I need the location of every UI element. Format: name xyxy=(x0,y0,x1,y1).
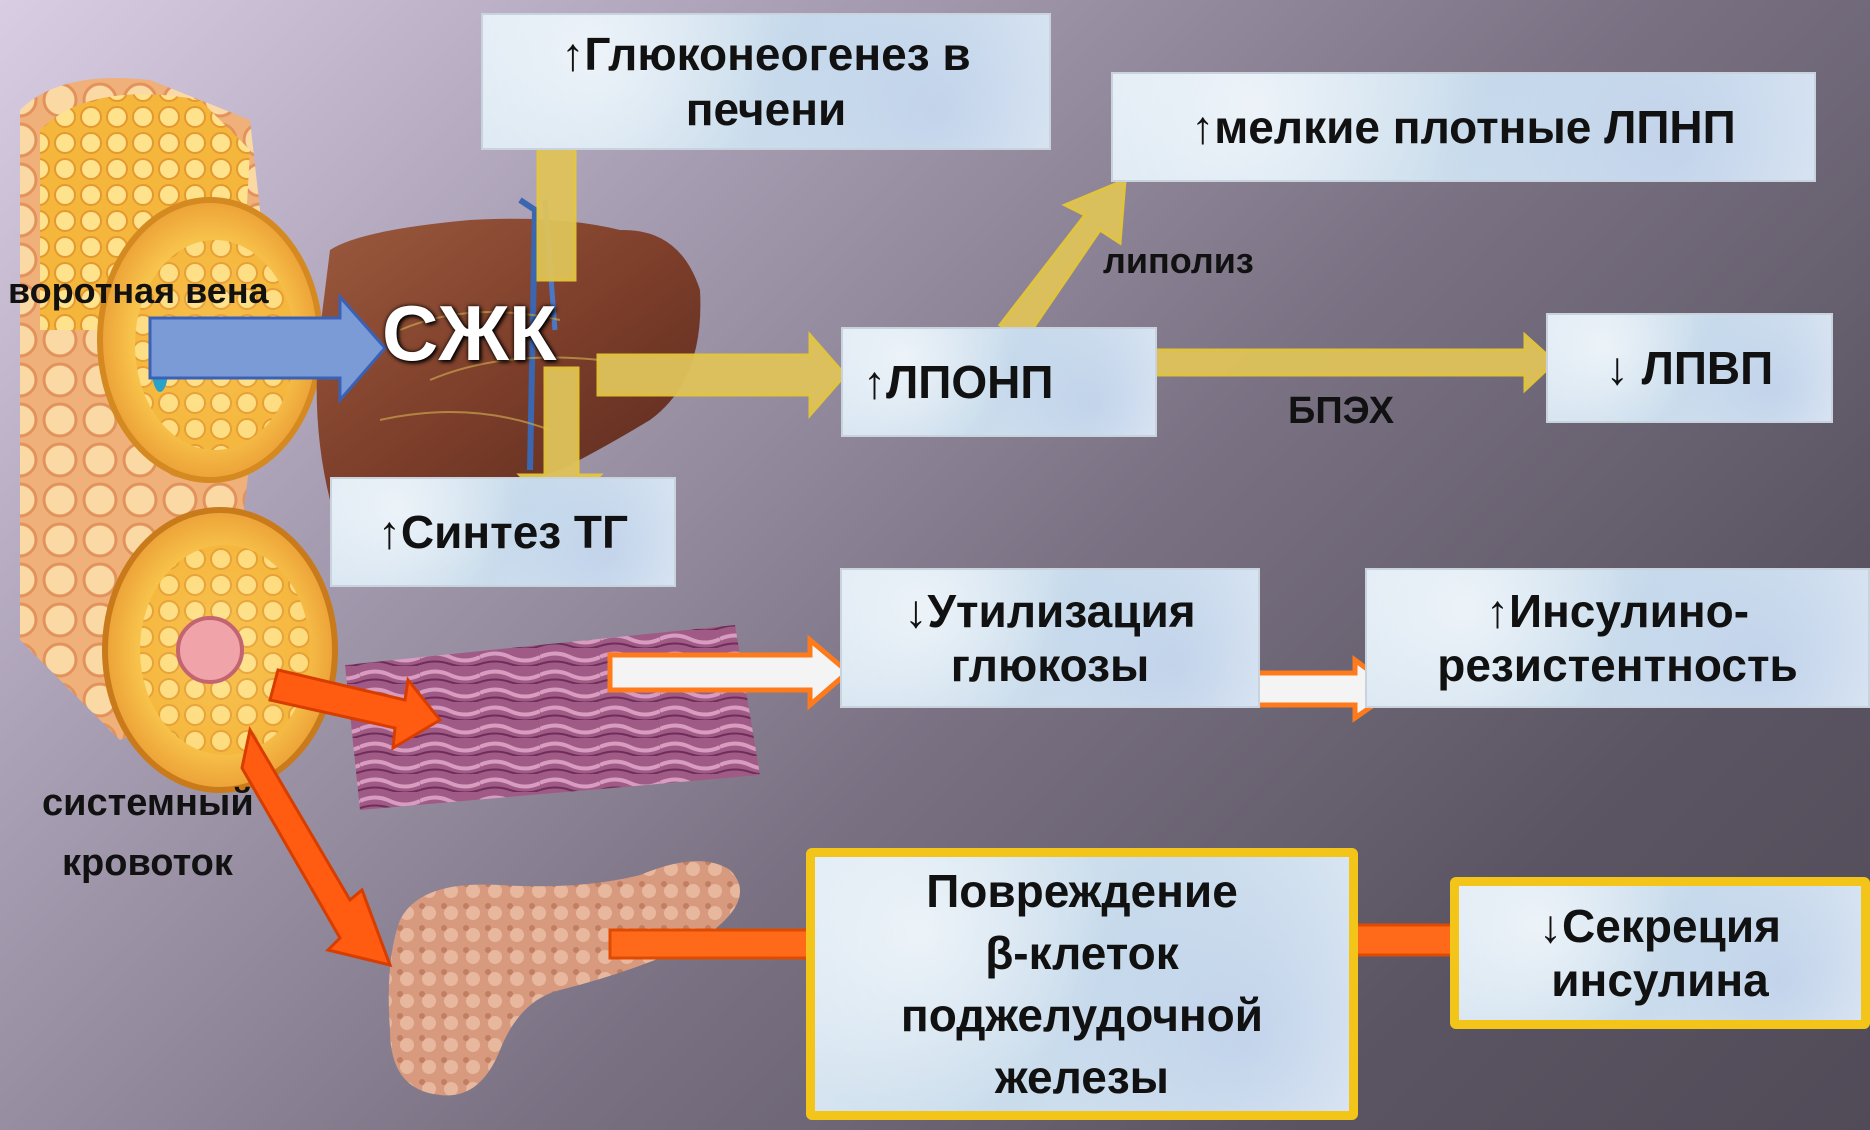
insulin-secretion-line1: ↓Секреция xyxy=(1539,899,1781,953)
beta-damage-line1: Повреждение xyxy=(926,860,1238,922)
label-lipolysis: липолиз xyxy=(1103,240,1254,282)
box-insulin-secretion: ↓Секреция инсулина xyxy=(1450,877,1870,1029)
box-tg-synthesis: ↑Синтез ТГ xyxy=(330,477,676,587)
insulin-secretion-line2: инсулина xyxy=(1551,953,1769,1007)
tg-synthesis-text: ↑Синтез ТГ xyxy=(378,505,628,559)
gluconeogenesis-line2: печени xyxy=(686,82,847,136)
label-hepatic-lipase: БПЭХ xyxy=(1288,390,1394,433)
vldl-text: ↑ЛПОНП xyxy=(863,355,1053,409)
label-portal-vein: воротная вена xyxy=(8,270,269,312)
small-ldl-text: ↑мелкие плотные ЛПНП xyxy=(1191,100,1735,154)
hdl-text: ↓ ЛПВП xyxy=(1606,341,1773,395)
pancreas-illustration xyxy=(389,861,740,1095)
gluconeogenesis-line1: ↑Глюконеогенез в xyxy=(561,27,970,81)
box-small-dense-ldl: ↑мелкие плотные ЛПНП xyxy=(1111,72,1816,182)
box-hdl: ↓ ЛПВП xyxy=(1546,313,1833,423)
label-ffa: СЖК xyxy=(382,288,556,379)
label-systemic-line1: системный xyxy=(42,782,254,825)
beta-damage-line4: железы xyxy=(995,1046,1169,1108)
box-glucose-utilization: ↓Утилизация глюкозы xyxy=(840,568,1260,708)
beta-damage-line2: β-клеток xyxy=(985,922,1179,984)
box-vldl: ↑ЛПОНП xyxy=(841,327,1157,437)
insulin-res-line1: ↑Инсулино- xyxy=(1486,584,1749,638)
glucose-util-line1: ↓Утилизация xyxy=(904,584,1195,638)
box-insulin-resistance: ↑Инсулино- резистентность xyxy=(1365,568,1870,708)
box-gluconeogenesis: ↑Глюконеогенез в печени xyxy=(481,13,1051,150)
label-systemic-line2: кровоток xyxy=(62,842,233,885)
glucose-util-line2: глюкозы xyxy=(951,638,1150,692)
arrow-to-hdl xyxy=(1155,335,1555,390)
beta-damage-line3: поджелудочной xyxy=(901,984,1263,1046)
box-beta-cell-damage: Повреждение β-клеток поджелудочной желез… xyxy=(806,848,1358,1120)
insulin-res-line2: резистентность xyxy=(1437,638,1798,692)
